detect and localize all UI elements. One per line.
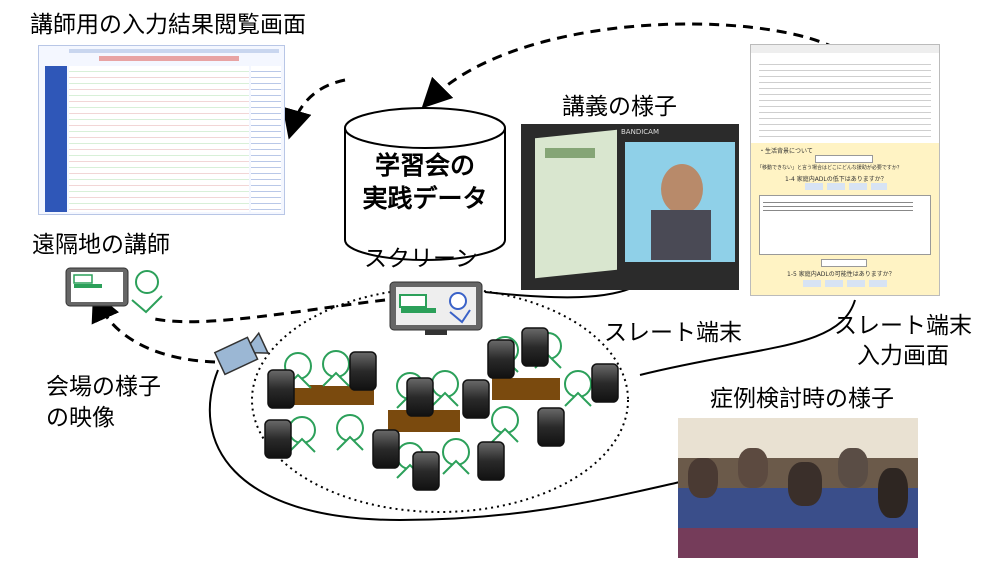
answer-button[interactable] [815,155,873,163]
participant [322,350,350,387]
remote-instructor-icon [65,267,163,314]
participant [491,406,519,443]
slate-tablet [537,407,565,447]
screen-device-icon [389,281,483,335]
label-slate-input-screen: スレート端末 入力画面 [834,313,972,369]
table-2 [388,410,460,432]
connector-camera-to-case-review [208,369,681,522]
question-move: 「移動できない」と言う場合はどこにどんな援助が必要ですか？ [757,165,902,171]
slate-tablet [267,369,295,409]
question-adl-decline: 1-4 家庭内ADLの低下はありますか？ [785,176,887,183]
slate-tablet [462,379,490,419]
submit-button[interactable] [821,259,867,267]
participant [336,414,364,451]
label-instructor-view: 講師用の入力結果閲覧画面 [30,12,306,38]
case-review-photo [678,418,918,558]
slate-tablet [406,377,434,417]
participant [431,370,459,407]
label-case-review: 症例検討時の様子 [710,386,894,412]
slate-tablet [477,441,505,481]
participant [288,416,316,453]
table-1 [282,385,374,405]
slate-tablet [349,351,377,391]
slate-tablet [372,429,400,469]
question-adl-potential: 1-5 家庭内ADLの可能性はありますか？ [787,271,895,278]
label-screen: スクリーン [364,246,478,272]
participant [564,370,592,407]
connector-input-screen-to-slates [639,299,856,376]
video-camera-icon [213,331,270,376]
slate-input-screen: ・生活背景について 「移動できない」と言う場合はどこにどんな援助が必要ですか？ … [750,44,940,296]
slate-tablet [591,363,619,403]
instructor-view-screenshot [38,45,285,215]
label-database: 学習会の 実践データ [362,151,488,213]
label-venue-video: 会場の様子 の映像 [46,374,161,432]
lecture-photo: BANDICAM [521,124,739,290]
database-cylinder [344,107,506,261]
choice-buttons[interactable] [805,183,887,190]
arrow-input-to-database [421,22,836,109]
arrow-camera-to-instructor [91,291,216,364]
slate-tablet [264,419,292,459]
choice-buttons-2[interactable] [803,280,887,287]
label-remote-instructor: 遠隔地の講師 [32,232,170,258]
slate-tablets [264,327,619,491]
arrow-screen-to-instructor [149,298,386,324]
question-header: ・生活背景について [759,148,813,155]
label-lecture-scene: 講義の様子 [562,94,677,120]
bandicam-watermark: BANDICAM [621,128,659,136]
table-3 [492,378,560,400]
slate-tablet [521,327,549,367]
venue-ellipse [251,287,629,513]
arrow-database-to-instructor-view [282,78,346,140]
slate-tablet [487,339,515,379]
slate-tablet [412,451,440,491]
label-slate-terminal: スレート端末 [604,320,742,346]
participant [442,438,470,475]
